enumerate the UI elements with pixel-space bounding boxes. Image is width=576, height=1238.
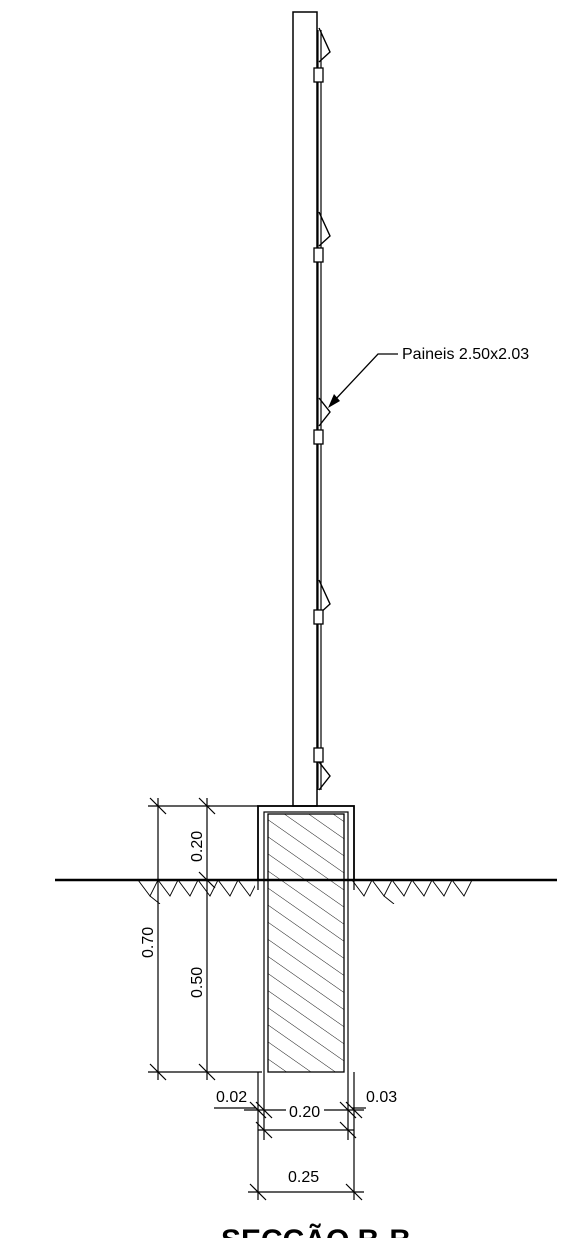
dim-footing-width: 0.20 [289,1104,320,1121]
panel-clamps [313,67,324,763]
fence-post [292,11,318,807]
fence-panel [317,27,331,791]
footing-hatched [267,813,345,1073]
dim-total-depth: 0.70 [140,927,157,958]
dim-buried-depth: 0.50 [189,967,206,998]
drawing-title: SECÇÃO B-B [221,1223,411,1238]
leader-arrow [328,394,340,408]
horizontal-dimensions [214,1072,366,1201]
annotation-leader [332,353,398,403]
dim-right-gap: 0.03 [366,1089,397,1106]
panel-annotation: Paineis 2.50x2.03 [402,346,529,363]
dim-upper-block: 0.20 [189,831,206,862]
vertical-dimensions [148,797,262,1081]
dim-overall-width: 0.25 [288,1169,319,1186]
dim-left-gap: 0.02 [216,1089,247,1106]
